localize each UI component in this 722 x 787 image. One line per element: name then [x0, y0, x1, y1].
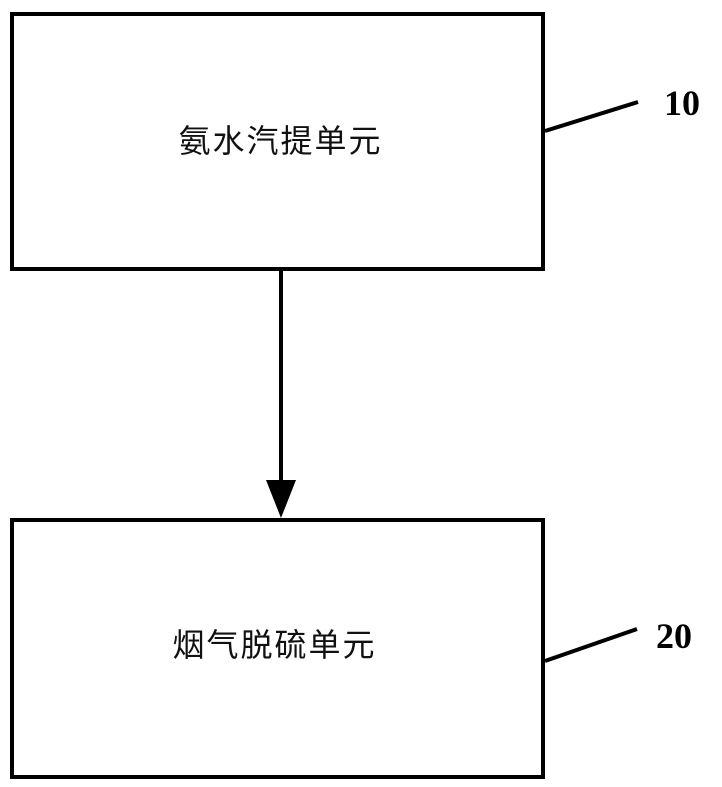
ref-20-leader-line — [544, 627, 638, 663]
ref-number-10: 10 — [664, 83, 700, 123]
stripping-unit-box: 氨水汽提单元 — [10, 12, 545, 271]
flow-arrowhead-icon — [266, 480, 296, 518]
ref-10-leader-line — [544, 100, 639, 133]
ref-number-20: 20 — [656, 616, 692, 656]
stripping-unit-label: 氨水汽提单元 — [178, 121, 383, 160]
desulfurization-unit-label: 烟气脱硫单元 — [172, 625, 377, 664]
desulfurization-unit-box: 烟气脱硫单元 — [10, 518, 545, 779]
